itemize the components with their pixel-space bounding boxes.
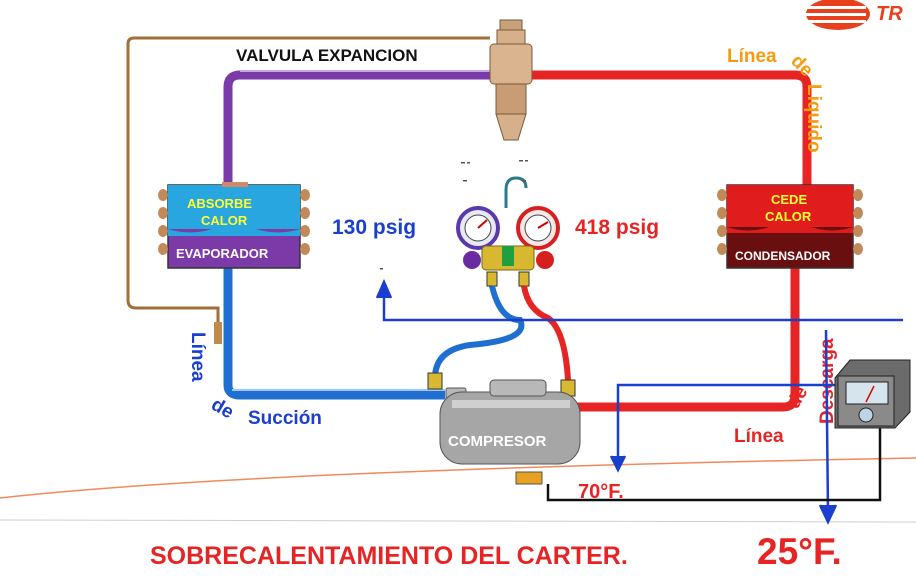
condenser-label-bottom: CONDENSADOR — [735, 249, 831, 263]
brand-logo: TR — [806, 0, 903, 30]
condenser-label-top-2: CALOR — [765, 209, 812, 224]
measurement-lines — [375, 278, 903, 525]
discharge-line — [572, 268, 800, 412]
suction-line-label-3: Succión — [248, 408, 322, 429]
temperature-reading: 70°F. — [578, 481, 624, 503]
high-pressure-reading: 418 psig — [575, 216, 659, 239]
low-side-hose — [432, 285, 525, 379]
manifold-gauge-set — [456, 176, 560, 287]
compressor — [427, 372, 581, 485]
compressor-label: COMPRESOR — [448, 433, 547, 450]
suction-line-label-2: de — [208, 394, 238, 423]
footer-superheat-value: 25°F. — [757, 531, 842, 572]
suction-line — [223, 268, 445, 400]
expansion-valve-label: VALVULA EXPANCION — [236, 46, 418, 65]
vapor-line — [223, 70, 495, 185]
low-pressure-reading: 130 psig — [332, 216, 416, 239]
evaporator-label-top-2: CALOR — [201, 213, 248, 228]
decor-curve-bottom — [0, 519, 916, 523]
expansion-valve — [489, 19, 533, 141]
evaporator-label-top-1: ABSORBE — [187, 196, 252, 211]
condenser-label-top-1: CEDE — [771, 192, 807, 207]
suction-line-label-1: Línea — [187, 332, 208, 382]
evaporator-label-bottom: EVAPORADOR — [176, 246, 269, 261]
liquid-line-label-3: Liquido — [803, 84, 824, 153]
footer-superheat-label: SOBRECALENTAMIENTO DEL CARTER. — [150, 542, 628, 570]
sensor-bulb — [214, 322, 222, 344]
high-side-hose — [521, 285, 571, 381]
brand-logo-text: TR — [876, 3, 903, 25]
liquid-line-label-1: Línea — [727, 46, 777, 67]
capillary-tube — [126, 36, 490, 330]
condenser — [717, 184, 863, 269]
sensor-wire — [546, 424, 882, 502]
evaporator — [158, 182, 310, 269]
discharge-line-label-1: Línea — [734, 426, 784, 447]
liquid-line — [525, 70, 812, 185]
thermometer-device — [834, 359, 911, 429]
decor-dashes — [380, 160, 528, 270]
decor-curve-top — [0, 457, 916, 499]
